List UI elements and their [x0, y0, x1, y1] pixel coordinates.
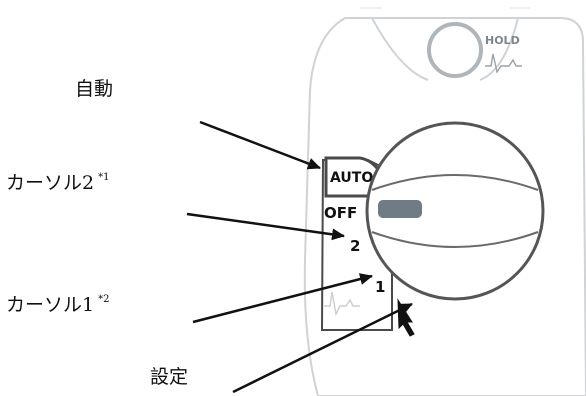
cursor2-callout-label: カーソル2 — [6, 172, 95, 194]
cursor1-callout-label: カーソル1 — [6, 294, 95, 316]
hold-button[interactable] — [427, 22, 483, 78]
hold-label: HOLD — [485, 34, 520, 47]
auto-callout: 自動 — [75, 74, 113, 101]
settings-callout-arrow — [232, 302, 413, 394]
cursor2-callout-arrow — [186, 212, 345, 241]
cursor1-callout: カーソル1*2 — [6, 290, 109, 317]
auto-callout-arrow — [199, 120, 321, 170]
dial-grip-lower — [371, 231, 539, 248]
dial-grip-upper — [371, 174, 539, 191]
position-auto-label: AUTO — [330, 170, 373, 186]
auto-callout-label: 自動 — [75, 78, 114, 100]
position-off-label: OFF — [324, 204, 357, 222]
cursor1-callout-arrow — [192, 273, 373, 324]
cursor2-footnote-mark: *1 — [98, 172, 110, 183]
position-1-label: 1 — [375, 278, 385, 296]
top-notch — [371, 17, 519, 81]
cursor2-callout: カーソル2*1 — [6, 168, 109, 195]
position-2-label: 2 — [350, 237, 360, 255]
waveform-icon — [324, 291, 360, 317]
dial-indicator — [378, 200, 422, 218]
cursor1-footnote-mark: *2 — [98, 294, 110, 305]
hold-waveform-icon — [485, 53, 522, 74]
settings-callout: 設定 — [150, 362, 188, 389]
rotary-dial[interactable] — [365, 121, 545, 301]
settings-callout-label: 設定 — [150, 366, 189, 388]
